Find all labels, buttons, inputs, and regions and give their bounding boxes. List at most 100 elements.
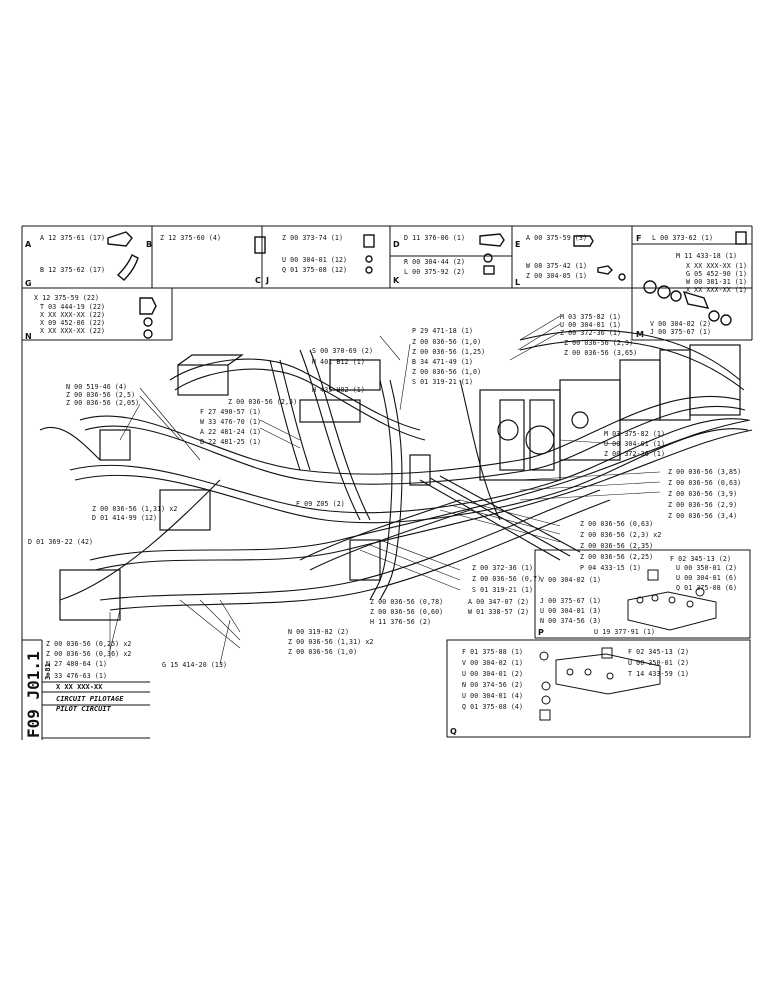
callout: W 01 338-57 (2) [468,608,530,616]
reference-mark: X XX XXX-XX [56,683,103,691]
callout: M 03 375-82 (1) [560,313,622,321]
box-letter-b: B [146,240,153,249]
callout: Z 00 036-56 (3,65) [564,349,638,357]
part-m-3: G 05 452-90 (1) [686,270,748,278]
part-l-1: W 08 375-42 (1) [526,262,588,270]
part-p-7: U 00 304-01 (3) [540,607,602,615]
part-q-3: U 00 304-01 (2) [462,670,524,678]
part-j-2: U 00 304-01 (12) [282,256,348,264]
callout: Z 00 036-56 (2,3) x2 [580,531,662,539]
callout: Z 00 036-56 (2,05) [66,399,140,407]
part-n-2: T 03 444-19 (22) [40,303,106,311]
callout: F 27 490-57 (1) [200,408,262,416]
callout: H 435 H02 (1) [312,386,365,394]
part-q-5: U 00 304-01 (4) [462,692,524,700]
callout: H 401 B12 (1) [312,358,365,366]
callout: Z 00 372-36 (1) [604,450,666,458]
part-b-1: B 12 375-62 (17) [40,266,106,274]
box-letter-p: P [538,628,544,637]
box-letter-j: J [266,276,269,285]
title-english: PILOT CIRCUIT [56,705,111,713]
callout: M 03 375-82 (1) [604,430,666,438]
part-m-1: M 11 433-18 (1) [676,252,738,260]
part-p-1: F 02 345-13 (2) [670,555,732,563]
callout: N 00 319-82 (2) [288,628,350,636]
box-letter-d: D [393,240,400,249]
callout: Z 00 036-56 (1,0) [412,338,482,346]
part-k-2: L 00 375-92 (2) [404,268,466,276]
callout: Z 00 036-56 (1,31) x2 [288,638,374,646]
callout: H 11 376-56 (2) [370,618,432,626]
detail-box-P [534,549,751,639]
box-letter-n: N [25,332,32,341]
callout: D 01 414-99 (12) [92,514,158,522]
part-q-4: N 00 374-56 (2) [462,681,524,689]
box-letter-a: A [25,240,32,249]
callout: Z 00 036-56 (0,63) [668,479,742,487]
part-p-2: U 00 350-01 (2) [676,564,738,572]
callout: Z 00 036-56 (2,5) [66,391,136,399]
callout: Z 00 036-56 (1,0) [412,368,482,376]
callout: Z 00 372-36 (1) [560,329,622,337]
part-p-8: N 00 374-56 (3) [540,617,602,625]
callout: N 00 519-46 (4) [66,383,128,391]
part-q-8: U 00 350-01 (2) [628,659,690,667]
left-components [59,354,431,621]
hose-bundle [39,329,753,611]
callout: Z 00 036-56 (3,9) [668,490,738,498]
part-d-1: D 11 376-06 (1) [404,234,466,242]
part-e-1: A 00 375-59 (3) [526,234,588,242]
part-q-7: F 02 345-13 (2) [628,648,690,656]
callout: Z 00 036-56 (2,9) [668,501,738,509]
box-letter-m: M [636,330,644,339]
callout: Z 00 036-56 (2,25) [580,553,654,561]
box-letter-c: C [255,276,261,285]
callout: P 33 476-63 (1) [46,672,108,680]
part-m-4: W 00 381-31 (1) [686,278,748,286]
callout: S 01 319-21 (1) [472,586,534,594]
callout: D 01 369-22 (42) [28,538,94,546]
callout: Z 00 036-56 (3,4) [668,512,738,520]
callout: A 22 481-24 (1) [200,428,262,436]
part-j-1: Z 00 373-74 (1) [282,234,344,242]
part-p-6: J 00 375-67 (1) [540,597,602,605]
drawing-code: F09 J01.1 [24,651,43,738]
part-c-1: Z 12 375-60 (4) [160,234,222,242]
part-n-4: X 09 452-06 (22) [40,319,106,327]
part-j-3: Q 01 375-08 (12) [282,266,348,274]
leader-lines [109,315,661,665]
callout: W 33 476-70 (1) [200,418,262,426]
title-strip [21,340,150,740]
callout: U 00 304-01 (1) [604,440,666,448]
part-p-4: Q 01 375-08 (6) [676,584,738,592]
callout: B 34 471-49 (1) [412,358,474,366]
callout: B 22 481-25 (1) [200,438,262,446]
callout: A 00 347-07 (2) [468,598,530,606]
part-n-3: X XX XXX-XX (22) [40,311,106,319]
callout: S 01 319-21 (1) [412,378,474,386]
callout: Z 00 036-56 (1,25) [412,348,486,356]
header-grid [21,225,753,341]
title-french: CIRCUIT PILOTAGE [56,695,124,703]
callout: Z 00 036-56 (0,25) x2 [46,640,132,648]
part-n-5: X XX XXX-XX (22) [40,327,106,335]
callout: Z 00 036-56 (2,9) [564,339,634,347]
callout: Z 00 036-56 (3,85) [668,468,742,476]
callout: N 27 480-64 (1) [46,660,108,668]
box-letter-e: E [515,240,521,249]
callout: Z 00 036-56 (1,31) x2 [92,505,178,513]
fitting-icons [107,231,747,339]
callout: Z 00 036-56 (2,35) [580,542,654,550]
part-a-1: A 12 375-61 (17) [40,234,106,242]
callout: Z 00 036-56 (1,0) [288,648,358,656]
callout: P 29 471-18 (1) [412,327,474,335]
part-m-5: X XX XXX-XX (1) [686,286,748,294]
part-k-1: R 00 304-44 (2) [404,258,466,266]
box-letter-g: G [25,279,32,288]
callout: Z 00 372-36 (1) [472,564,534,572]
part-q-6: Q 01 375-08 (4) [462,703,524,711]
part-p-9: U 19 377-91 (1) [594,628,656,636]
callout: Z 00 036-56 (0,78) [370,598,444,606]
